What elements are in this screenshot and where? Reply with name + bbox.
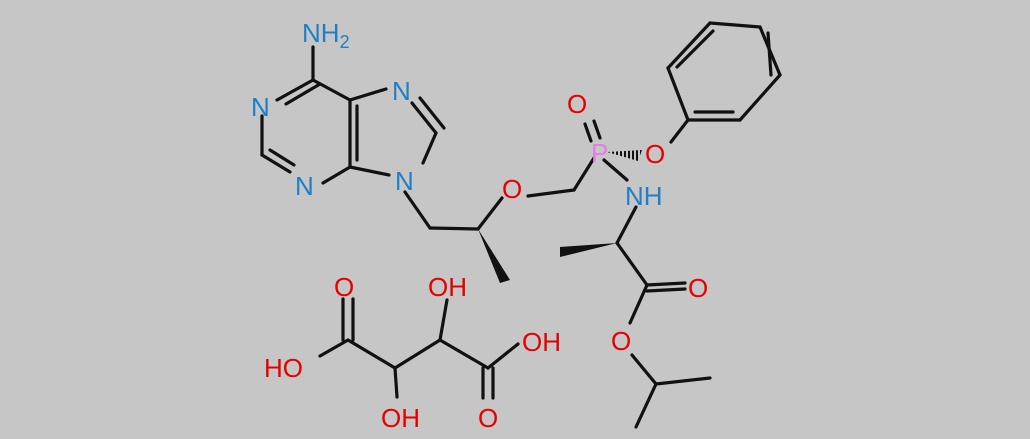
ester-carbonyl-oxygen-label: O (688, 273, 708, 303)
amide-nh-label: NH (625, 181, 663, 211)
tartaric-acid-ho-left-label: HO (264, 353, 303, 383)
phosphorus-label: P (591, 138, 608, 168)
ester-oxygen-label: O (611, 326, 631, 356)
ether-oxygen-label: O (502, 174, 522, 204)
tartaric-carbonyl-oxygen-left-label: O (334, 272, 354, 302)
linker-bonds (403, 156, 596, 283)
alanine-ester-bonds (560, 205, 712, 429)
adenine-n1-label: N (251, 92, 270, 122)
adenine-n3-label: N (295, 171, 314, 201)
amine-nh2-label: NH2 (302, 18, 350, 52)
tartaric-hydroxyl-top-label: OH (428, 272, 467, 302)
tartaric-carbonyl-oxygen-right-label: O (478, 403, 498, 433)
tartaric-acid-oh-right-label: OH (522, 327, 561, 357)
tartaric-hydroxyl-bottom-label: OH (381, 403, 420, 433)
adenine-n9-label: N (395, 166, 414, 196)
adenine-ring-bonds (260, 45, 446, 185)
tartaric-acid-bonds (318, 297, 520, 400)
phenyl-ring-bonds (666, 21, 782, 122)
adenine-n7-label: N (392, 76, 411, 106)
phenoxy-oxygen-label: O (645, 139, 665, 169)
phosphoryl-oxygen-label: O (567, 89, 587, 119)
phosphorus-bonds (583, 118, 690, 182)
